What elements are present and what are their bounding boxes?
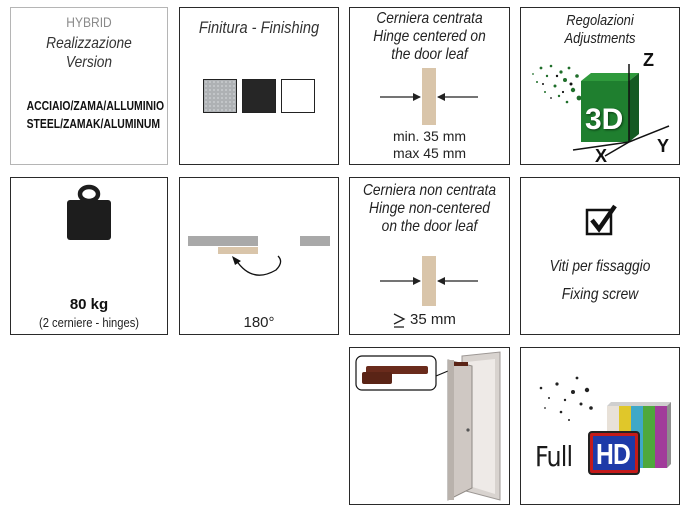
opening-angle-card: 180° xyxy=(179,177,339,335)
badge-3d: 3D xyxy=(585,103,624,136)
door-closer-card xyxy=(349,347,510,505)
brand-label: HYBRID xyxy=(66,14,112,30)
min-thickness-noncentered: 35 mm xyxy=(410,311,456,328)
screws-line1: Viti per fissaggio xyxy=(549,258,651,275)
material-en: STEEL/ZAMAK/ALUMINUM xyxy=(26,116,161,131)
swatch-white xyxy=(281,79,315,113)
cube-3d-icon xyxy=(532,64,670,157)
screws-line2: Fixing screw xyxy=(561,286,639,303)
checkbox-checked-icon xyxy=(585,204,617,236)
hinge-centered-line1: Cerniera centrata xyxy=(376,10,483,27)
door-closer-illustration xyxy=(355,351,501,501)
door-leaf-centered-diagram xyxy=(380,68,478,125)
weight-value: 80 kg xyxy=(69,296,109,313)
max-thickness: max 45 mm xyxy=(392,145,467,161)
fullhd-badge: HD xyxy=(596,439,631,471)
hinge-centered-line2: Hinge centered on xyxy=(373,28,486,45)
axis-y-label: Y xyxy=(657,136,670,156)
fullhd-card: Full HD xyxy=(520,347,680,505)
weight-note: (2 cerniere - hinges) xyxy=(38,315,140,330)
swatch-silver xyxy=(203,79,237,113)
hinge-centered-line3: the door leaf xyxy=(391,46,468,63)
adjustments-line2: Adjustments xyxy=(564,30,636,47)
greater-equal-symbol xyxy=(392,312,406,328)
fullhd-word: Full xyxy=(535,440,573,473)
axis-z-label: Z xyxy=(643,50,654,70)
adjustments-line1: Regolazioni xyxy=(566,12,634,29)
fullhd-logo xyxy=(539,376,671,475)
weight-icon xyxy=(67,184,111,240)
axis-x-label: X xyxy=(595,146,608,165)
version-title-it: Realizzazione xyxy=(46,35,132,52)
hinge-noncentered-card: Cerniera non centrata Hinge non-centered… xyxy=(349,177,510,335)
finishing-title: Finitura - Finishing xyxy=(198,18,320,37)
version-title-en: Version xyxy=(65,54,113,71)
screws-card: Viti per fissaggio Fixing screw xyxy=(520,177,680,335)
material-it: ACCIAIO/ZAMA/ALLUMINIO xyxy=(26,98,165,113)
door-leaf-noncentered-diagram xyxy=(380,256,478,306)
adjustments-card: Regolazioni Adjustments 3D Z Y X xyxy=(520,7,680,165)
hinge-centered-card: Cerniera centrata Hinge centered on the … xyxy=(349,7,510,165)
min-thickness: min. 35 mm xyxy=(392,128,467,144)
version-card: HYBRID Realizzazione Version ACCIAIO/ZAM… xyxy=(10,7,168,165)
weight-card: 80 kg (2 cerniere - hinges) xyxy=(10,177,168,335)
hinge-noncentered-line2: Hinge non-centered xyxy=(369,200,490,217)
swatch-black xyxy=(242,79,276,113)
hinge-noncentered-line3: on the door leaf xyxy=(381,218,478,235)
hinge-noncentered-line1: Cerniera non centrata xyxy=(362,182,497,199)
opening-diagram xyxy=(188,236,330,276)
finishing-card: Finitura - Finishing xyxy=(179,7,339,165)
opening-angle-value: 180° xyxy=(243,314,275,331)
